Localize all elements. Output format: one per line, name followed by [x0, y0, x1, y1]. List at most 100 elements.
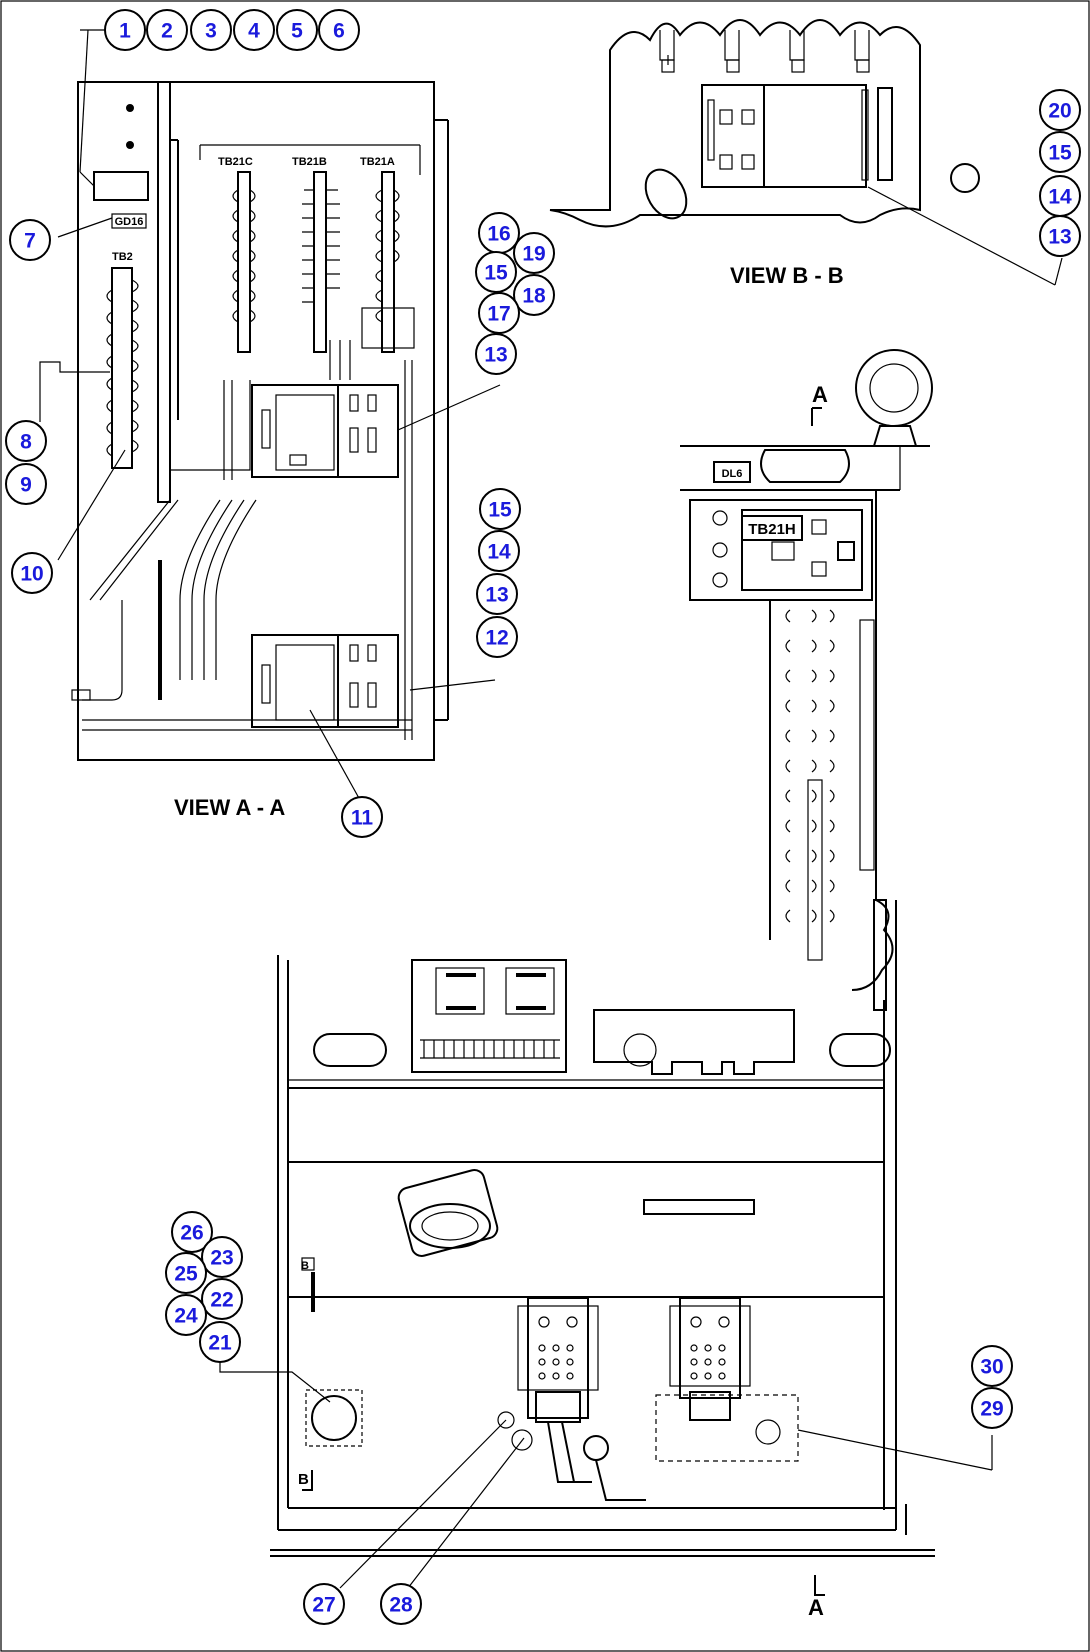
- callout-14: 14: [1039, 175, 1081, 217]
- callout-16: 16: [478, 212, 520, 254]
- relay-upper: [251, 384, 399, 478]
- callout-17: 17: [478, 292, 520, 334]
- callout-24: 24: [165, 1294, 207, 1336]
- callout-9: 9: [5, 463, 47, 505]
- svg-text:14: 14: [487, 541, 511, 564]
- svg-text:4: 4: [248, 20, 260, 43]
- svg-text:23: 23: [210, 1247, 233, 1270]
- relay-socket-left: [517, 1297, 646, 1501]
- callout-2: 2: [146, 9, 188, 51]
- callout-10: 10: [11, 552, 53, 594]
- svg-text:22: 22: [210, 1289, 233, 1312]
- callout-20: 20: [1039, 89, 1081, 131]
- section-marker-a-bottom: A: [808, 1595, 824, 1620]
- tb21c-label: TB21C: [218, 156, 253, 168]
- callout-26: 26: [171, 1211, 213, 1253]
- gd16-label: GD16: [115, 216, 144, 228]
- callout-15: 15: [479, 488, 521, 530]
- terminal-strip-tb21b: [302, 171, 340, 353]
- view-a-cabinet: GD16 TB21C TB21B TB21A TB2: [39, 29, 449, 761]
- callout-28: 28: [380, 1583, 422, 1625]
- callout-22: 22: [201, 1278, 243, 1320]
- fuse-block: [411, 959, 567, 1073]
- relay-lower: [251, 634, 399, 728]
- bolt-icon: [126, 141, 134, 149]
- callout-13: 13: [476, 573, 518, 615]
- callout-23: 23: [201, 1236, 243, 1278]
- svg-text:26: 26: [180, 1222, 203, 1245]
- svg-text:13: 13: [484, 344, 507, 367]
- terminal-strip-tb21c: [232, 171, 256, 353]
- svg-text:29: 29: [980, 1398, 1003, 1421]
- svg-text:5: 5: [291, 20, 303, 43]
- tb21h-label: TB21H: [748, 521, 796, 538]
- callout-3: 3: [190, 9, 232, 51]
- section-marker-b-lower: B: [298, 1471, 309, 1488]
- svg-text:1: 1: [119, 20, 131, 43]
- svg-text:16: 16: [487, 223, 510, 246]
- callout-1: 1: [104, 9, 146, 51]
- relay-socket-right: [655, 1297, 799, 1462]
- view-a-title: VIEW A - A: [174, 795, 285, 820]
- callout-8: 8: [5, 420, 47, 462]
- svg-text:27: 27: [312, 1594, 335, 1617]
- dl6-label: DL6: [722, 468, 743, 480]
- tb21h-tag: [741, 515, 803, 541]
- gd16-tag: [111, 213, 147, 229]
- rail: [157, 81, 171, 503]
- svg-text:15: 15: [488, 499, 512, 522]
- svg-text:18: 18: [522, 285, 546, 308]
- tb21a-label: TB21A: [360, 156, 395, 168]
- callout-25: 25: [165, 1252, 207, 1294]
- callout-29: 29: [971, 1387, 1013, 1429]
- svg-text:15: 15: [1048, 142, 1072, 165]
- callout-6: 6: [318, 9, 360, 51]
- callout-14: 14: [478, 530, 520, 572]
- svg-text:11: 11: [351, 807, 374, 830]
- callout-18: 18: [513, 274, 555, 316]
- svg-text:24: 24: [174, 1305, 198, 1328]
- terminal-strip-tb21a: [361, 171, 415, 353]
- callout-27: 27: [303, 1583, 345, 1625]
- svg-text:14: 14: [1048, 186, 1072, 209]
- callout-7: 7: [9, 219, 51, 261]
- svg-text:25: 25: [174, 1263, 198, 1286]
- callout-11: 11: [341, 796, 383, 838]
- callout-15: 15: [1039, 131, 1081, 173]
- callout-15: 15: [475, 251, 517, 293]
- motor-icon: [397, 1169, 499, 1257]
- section-marker-a-top: A: [812, 382, 828, 407]
- bolt-icon: [126, 104, 134, 112]
- callout-4: 4: [233, 9, 275, 51]
- svg-text:21: 21: [208, 1332, 232, 1355]
- svg-text:7: 7: [24, 230, 36, 253]
- bottom-cabinet: B B: [270, 900, 935, 1620]
- callout-21: 21: [199, 1321, 241, 1363]
- svg-text:17: 17: [487, 303, 510, 326]
- svg-text:13: 13: [485, 584, 508, 607]
- svg-text:20: 20: [1048, 100, 1071, 123]
- svg-text:9: 9: [20, 474, 32, 497]
- svg-text:10: 10: [20, 563, 43, 586]
- horn-icon: [855, 349, 933, 427]
- tb2-label: TB2: [112, 251, 133, 263]
- svg-text:8: 8: [20, 431, 32, 454]
- cabinet-outline: [77, 81, 435, 761]
- svg-text:30: 30: [980, 1356, 1003, 1379]
- svg-text:15: 15: [484, 262, 508, 285]
- view-b-panel: [549, 19, 1063, 286]
- svg-text:2: 2: [161, 20, 173, 43]
- svg-text:6: 6: [333, 20, 345, 43]
- dl6-tag: [713, 461, 751, 483]
- callout-30: 30: [971, 1345, 1013, 1387]
- callout-12: 12: [476, 616, 518, 658]
- svg-text:12: 12: [485, 627, 508, 650]
- small-relay: [93, 171, 149, 201]
- callout-13: 13: [475, 333, 517, 375]
- tb21b-label: TB21B: [292, 156, 327, 168]
- svg-text:28: 28: [389, 1594, 413, 1617]
- terminal-strip-long: [785, 609, 875, 961]
